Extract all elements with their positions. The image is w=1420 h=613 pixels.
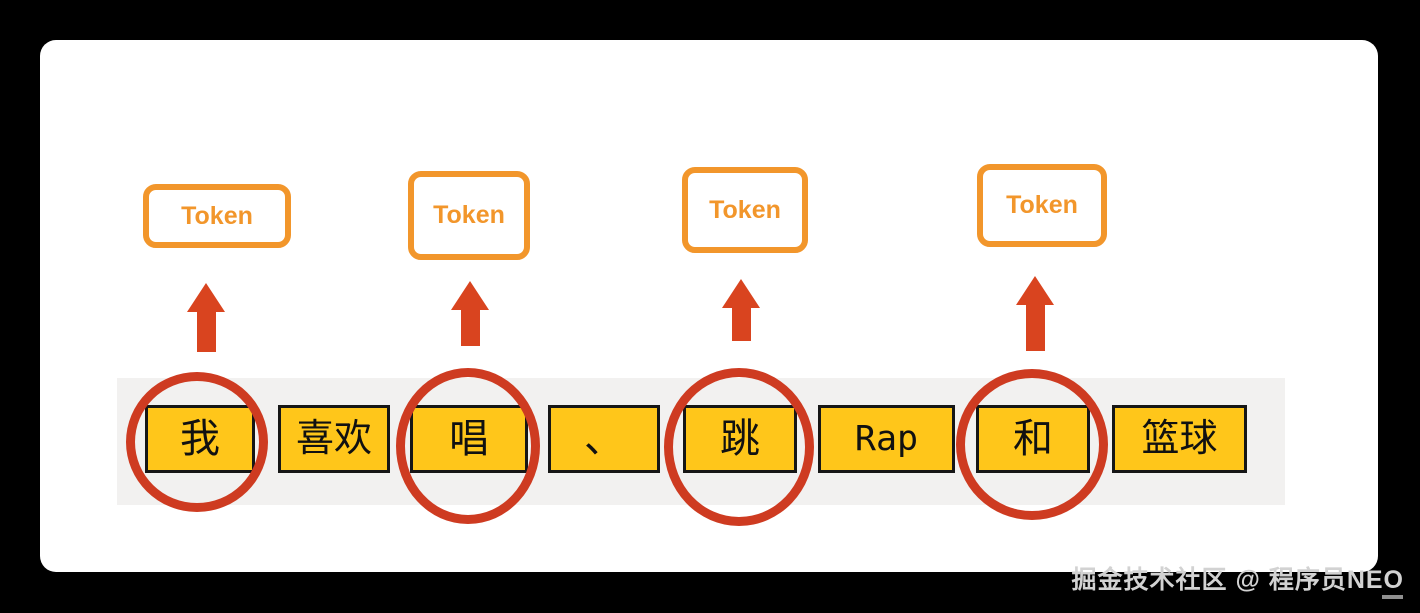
token-box-label: Token <box>433 201 505 229</box>
token-box-label: Token <box>709 195 781 224</box>
highlight-circle-4 <box>956 369 1108 520</box>
token-box-label: Token <box>1006 191 1078 219</box>
arrow-shaft <box>1025 305 1045 351</box>
highlight-circle-2 <box>396 368 540 524</box>
arrow-shaft <box>731 308 751 341</box>
word-box-text: 篮球 <box>1141 418 1218 460</box>
arrow-head <box>187 283 225 312</box>
highlight-circle-1 <box>126 372 268 512</box>
word-box-2: 喜欢 <box>278 405 390 473</box>
arrow-shaft <box>196 312 216 352</box>
word-box-6: Rap <box>818 405 955 473</box>
arrow-shaft <box>460 310 480 346</box>
word-box-text: 、 <box>584 416 624 461</box>
slide-card: Token Token Token Token <box>40 40 1378 572</box>
token-box-label: Token <box>181 201 253 230</box>
word-box-text: Rap <box>854 418 919 459</box>
token-box-1: Token <box>143 184 291 248</box>
word-box-8: 篮球 <box>1112 405 1247 473</box>
arrow-up-icon <box>450 281 490 346</box>
arrow-head <box>722 279 760 308</box>
highlight-circle-3 <box>664 368 814 526</box>
watermark: 掘金技术社区 @ 程序员NEO <box>1072 560 1404 596</box>
arrow-up-icon <box>1015 276 1055 351</box>
watermark-text: 掘金技术社区 @ 程序员NEO <box>1071 566 1404 594</box>
token-box-4: Token <box>977 164 1107 247</box>
word-box-text: 喜欢 <box>295 418 372 460</box>
arrow-up-icon <box>721 279 761 341</box>
arrow-head <box>1016 276 1054 305</box>
word-box-4: 、 <box>548 405 660 473</box>
arrow-up-icon <box>186 283 226 352</box>
token-box-2: Token <box>408 171 530 260</box>
arrow-head <box>451 281 489 310</box>
token-box-3: Token <box>682 167 808 253</box>
watermark-cursor-underscore <box>1382 595 1403 599</box>
